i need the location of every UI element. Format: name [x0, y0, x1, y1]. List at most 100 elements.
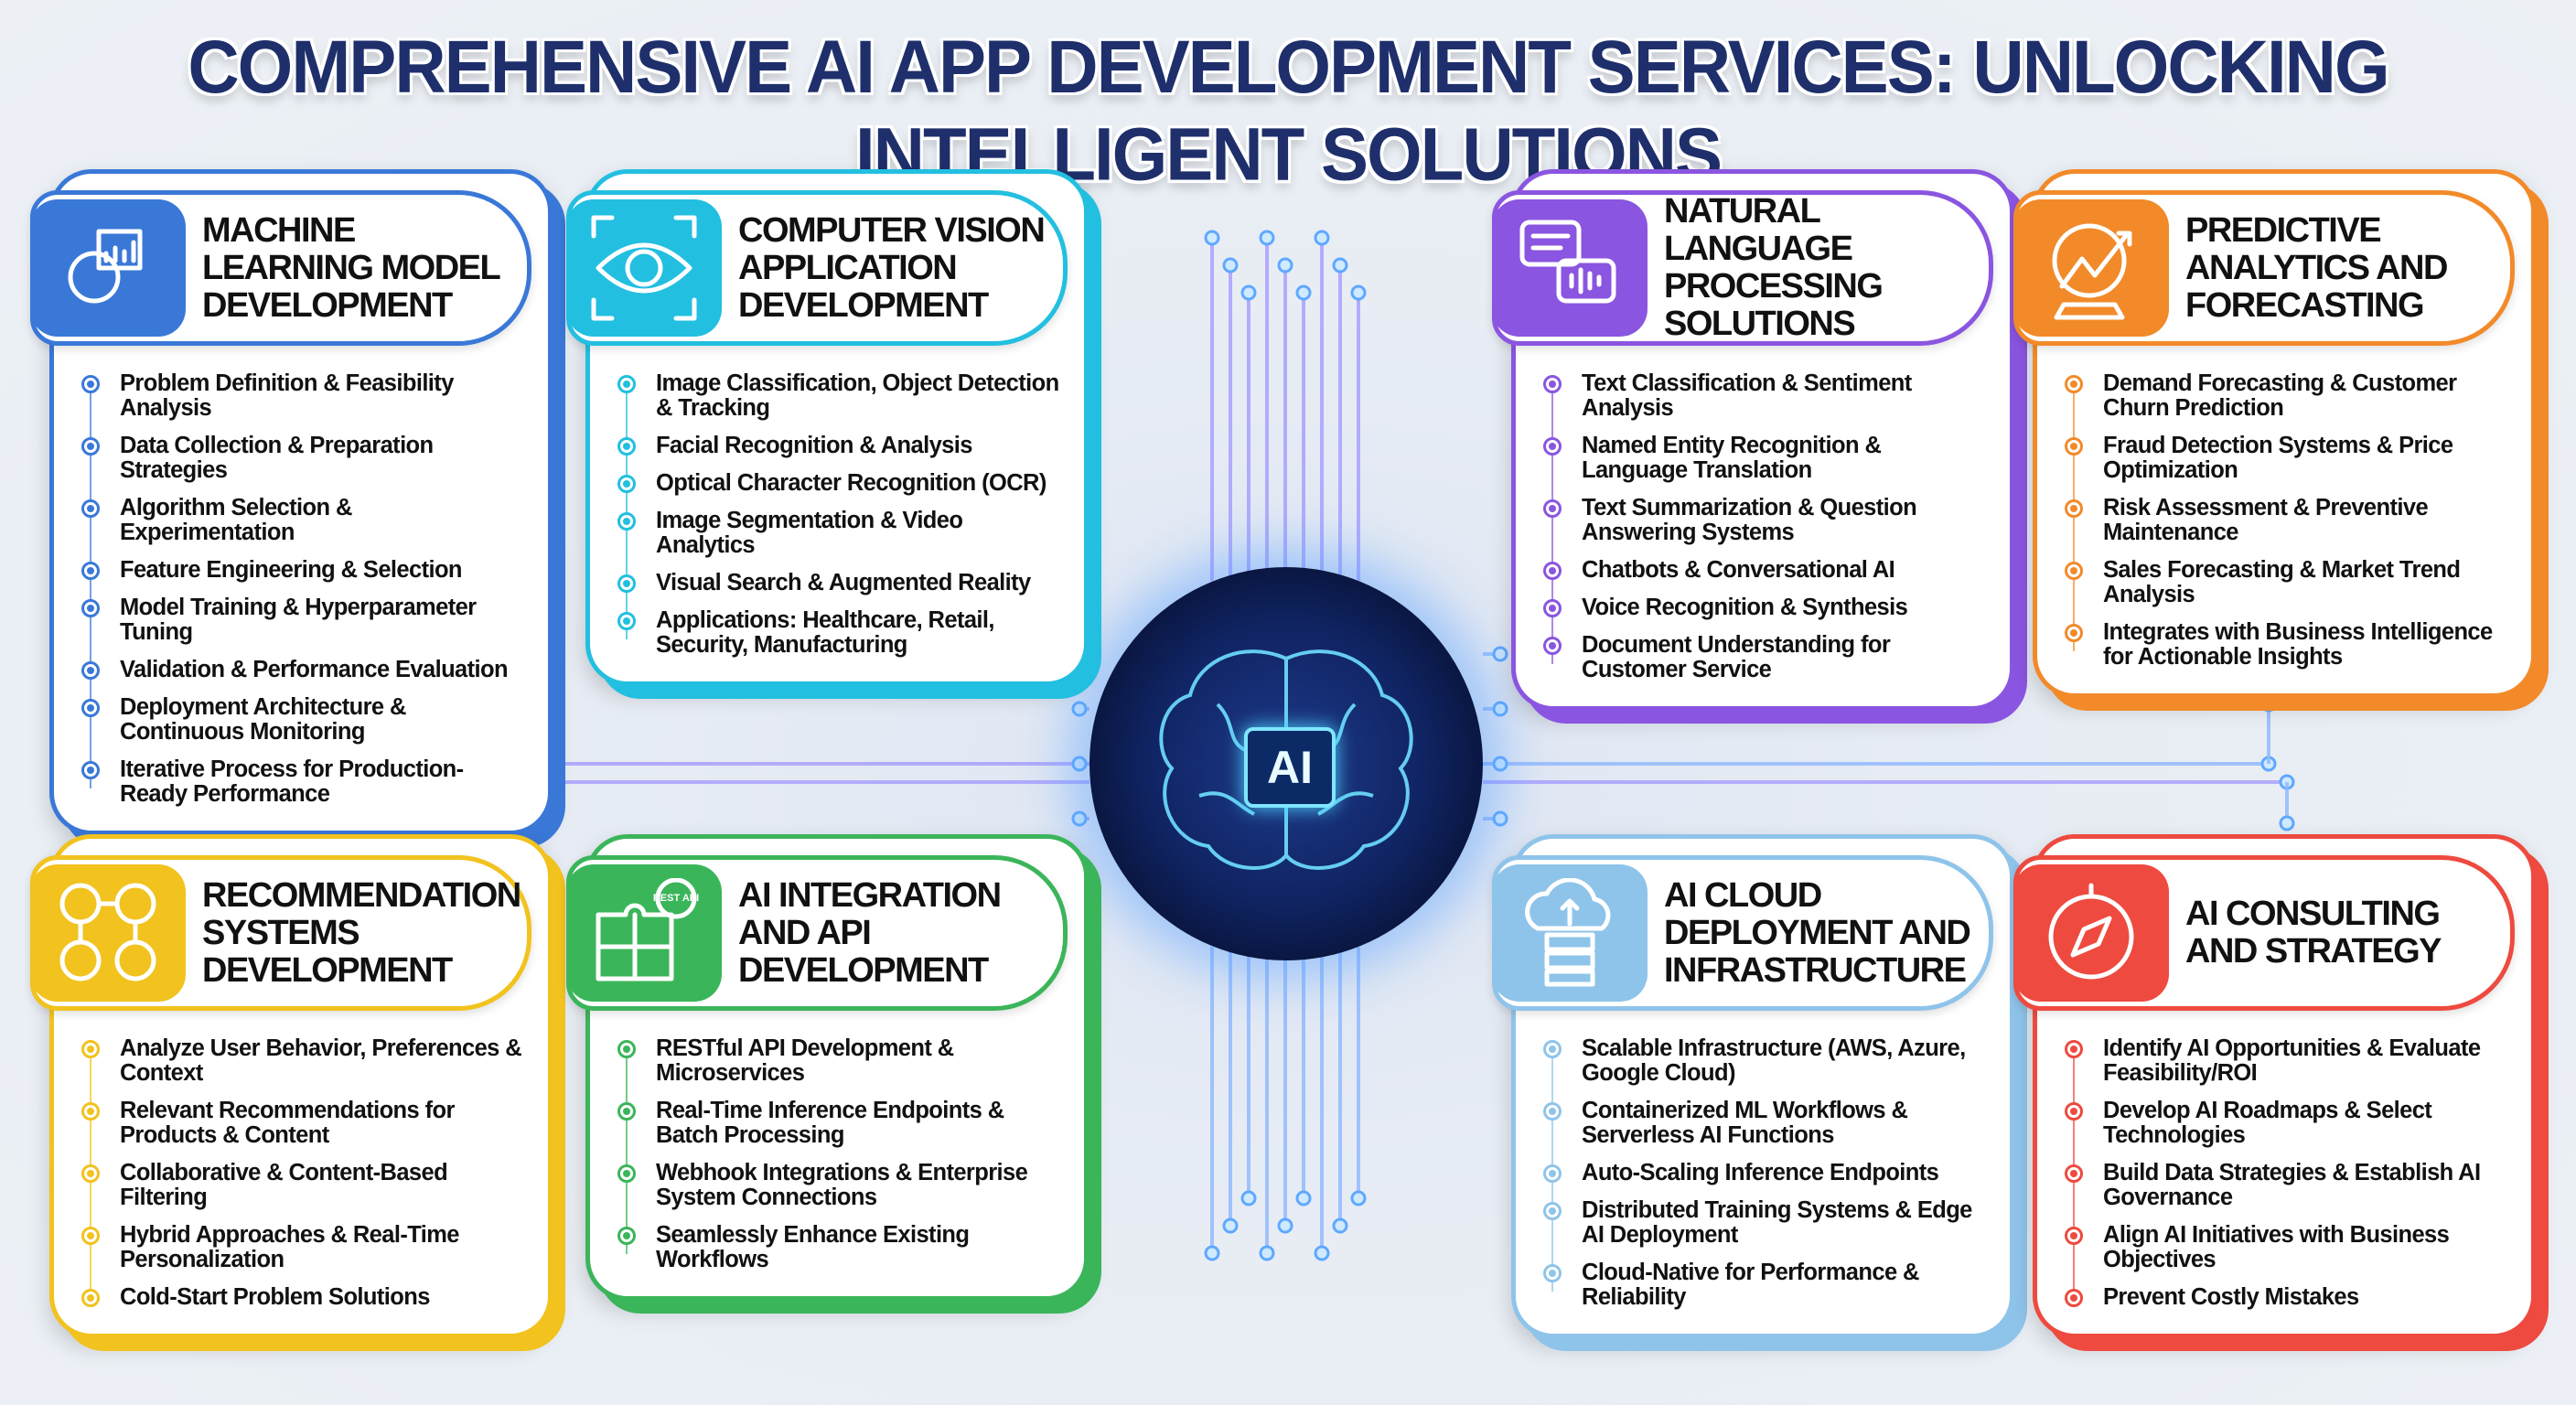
bullet-icon: [2065, 499, 2083, 518]
feature-list: Demand Forecasting & Customer Churn Pred…: [2065, 371, 2511, 670]
service-card-nlp: Natural Language Processing SolutionsTex…: [1492, 169, 2014, 711]
list-item: Prevent Costly Mistakes: [2065, 1285, 2511, 1310]
list-item-text: RESTful API Development & Microservices: [656, 1035, 954, 1086]
list-item-text: Validation & Performance Evaluation: [120, 657, 509, 682]
list-item: Cloud-Native for Performance & Reliabili…: [1543, 1260, 1990, 1310]
circuit-node: [1332, 1217, 1348, 1234]
list-item: RESTful API Development & Microservices: [617, 1036, 1064, 1086]
circuit-node: [1332, 257, 1348, 273]
card-title: Machine Learning Model Development: [202, 210, 500, 325]
list-item: Visual Search & Augmented Reality: [617, 571, 1064, 595]
card-title: AI Consulting and Strategy: [2185, 895, 2442, 971]
bullet-icon: [81, 699, 100, 717]
list-item: Sales Forecasting & Market Trend Analysi…: [2065, 558, 2511, 607]
service-card-rec: Recommendation Systems DevelopmentAnalyz…: [30, 834, 553, 1338]
list-item: Facial Recognition & Analysis: [617, 434, 1064, 458]
bullet-icon: [1543, 599, 1562, 617]
card-title: AI Cloud Deployment and Infrastructure: [1664, 875, 1971, 990]
bullet-icon: [1543, 1264, 1562, 1282]
list-item-text: Iterative Process for Production-Ready P…: [120, 756, 464, 807]
feature-list: Scalable Infrastructure (AWS, Azure, Goo…: [1543, 1036, 1990, 1310]
list-item: Collaborative & Content-Based Filtering: [81, 1161, 528, 1210]
bullet-icon: [617, 512, 636, 531]
list-item-text: Seamlessly Enhance Existing Workflows: [656, 1222, 970, 1272]
bullet-icon: [1543, 1040, 1562, 1058]
circuit-node: [1492, 701, 1508, 717]
circuit-node: [2260, 696, 2277, 713]
list-item: Text Summarization & Question Answering …: [1543, 496, 1990, 545]
circuit-node: [1071, 810, 1088, 827]
bullet-icon: [1543, 499, 1562, 518]
cloud-server-icon: [1492, 864, 1648, 1002]
list-item-text: Fraud Detection Systems & Price Optimiza…: [2103, 433, 2453, 483]
circuit-node: [1204, 230, 1220, 246]
list-item: Text Classification & Sentiment Analysis: [1543, 371, 1990, 421]
list-item-text: Cold-Start Problem Solutions: [120, 1284, 430, 1310]
card-title: Predictive Analytics and Forecasting: [2185, 210, 2448, 325]
list-item-text: Visual Search & Augmented Reality: [656, 570, 1031, 595]
bullet-icon: [81, 375, 100, 393]
list-item-text: Deployment Architecture & Continuous Mon…: [120, 694, 406, 745]
list-item: Algorithm Selection & Experimentation: [81, 496, 528, 545]
list-item-text: Problem Definition & Feasibility Analysi…: [120, 370, 454, 421]
list-item-text: Demand Forecasting & Customer Churn Pred…: [2103, 370, 2457, 421]
circuit-node: [1277, 1217, 1293, 1234]
list-item-text: Algorithm Selection & Experimentation: [120, 495, 352, 545]
service-card-cloud: AI Cloud Deployment and InfrastructureSc…: [1492, 834, 2014, 1338]
circuit-node: [1492, 810, 1508, 827]
list-item: Scalable Infrastructure (AWS, Azure, Goo…: [1543, 1036, 1990, 1086]
list-item-text: Align AI Initiatives with Business Objec…: [2103, 1222, 2450, 1272]
puzzle-api-icon: REST API: [566, 864, 722, 1002]
circuit-node: [1314, 1245, 1330, 1261]
bullet-icon: [617, 475, 636, 493]
list-item-text: Real-Time Inference Endpoints & Batch Pr…: [656, 1098, 1004, 1148]
list-item-text: Risk Assessment & Preventive Maintenance: [2103, 495, 2429, 545]
list-item: Analyze User Behavior, Preferences & Con…: [81, 1036, 528, 1086]
circuit-node: [1240, 1190, 1257, 1207]
card-header: Computer Vision Application Development: [566, 190, 1068, 346]
list-item-text: Cloud-Native for Performance & Reliabili…: [1582, 1260, 1919, 1310]
circuit-node: [1204, 1245, 1220, 1261]
bullet-icon: [2065, 437, 2083, 456]
icon-label: REST API: [653, 893, 699, 904]
gear-chart-icon: [30, 199, 186, 337]
list-item: Containerized ML Workflows & Serverless …: [1543, 1099, 1990, 1148]
list-item-text: Auto-Scaling Inference Endpoints: [1582, 1160, 1939, 1185]
bullet-icon: [81, 1164, 100, 1183]
list-item-text: Model Training & Hyperparameter Tuning: [120, 595, 477, 645]
list-item: Align AI Initiatives with Business Objec…: [2065, 1223, 2511, 1272]
bullet-icon: [1543, 1202, 1562, 1220]
feature-list: Analyze User Behavior, Preferences & Con…: [81, 1036, 528, 1310]
circuit-node: [1350, 1190, 1367, 1207]
circuit-node: [1259, 1245, 1275, 1261]
list-item: Image Segmentation & Video Analytics: [617, 509, 1064, 558]
card-header: Recommendation Systems Development: [30, 855, 531, 1011]
list-item: Risk Assessment & Preventive Maintenance: [2065, 496, 2511, 545]
list-item: Iterative Process for Production-Ready P…: [81, 757, 528, 807]
card-title: Natural Language Processing Solutions: [1664, 192, 1884, 343]
bullet-icon: [1543, 375, 1562, 393]
list-item: Identify AI Opportunities & Evaluate Fea…: [2065, 1036, 2511, 1086]
list-item: Develop AI Roadmaps & Select Technologie…: [2065, 1099, 2511, 1148]
bullet-icon: [1543, 1164, 1562, 1183]
list-item: Named Entity Recognition & Language Tran…: [1543, 434, 1990, 483]
list-item: Webhook Integrations & Enterprise System…: [617, 1161, 1064, 1210]
bullet-icon: [617, 375, 636, 393]
circuit-node: [1071, 756, 1088, 772]
chat-bubbles-icon: [1492, 199, 1648, 337]
bullet-icon: [81, 437, 100, 456]
list-item: Data Collection & Preparation Strategies: [81, 434, 528, 483]
feature-list: Text Classification & Sentiment Analysis…: [1543, 371, 1990, 682]
list-item: Cold-Start Problem Solutions: [81, 1285, 528, 1310]
list-item: Image Classification, Object Detection &…: [617, 371, 1064, 421]
bullet-icon: [2065, 1040, 2083, 1058]
list-item-text: Collaborative & Content-Based Filtering: [120, 1160, 448, 1210]
list-item-text: Named Entity Recognition & Language Tran…: [1582, 433, 1882, 483]
bullet-icon: [2065, 1102, 2083, 1121]
card-header: AI Consulting and Strategy: [2013, 855, 2515, 1011]
bullet-icon: [1543, 562, 1562, 580]
bullet-icon: [2065, 1164, 2083, 1183]
bullet-icon: [2065, 1289, 2083, 1307]
list-item: Document Understanding for Customer Serv…: [1543, 633, 1990, 682]
